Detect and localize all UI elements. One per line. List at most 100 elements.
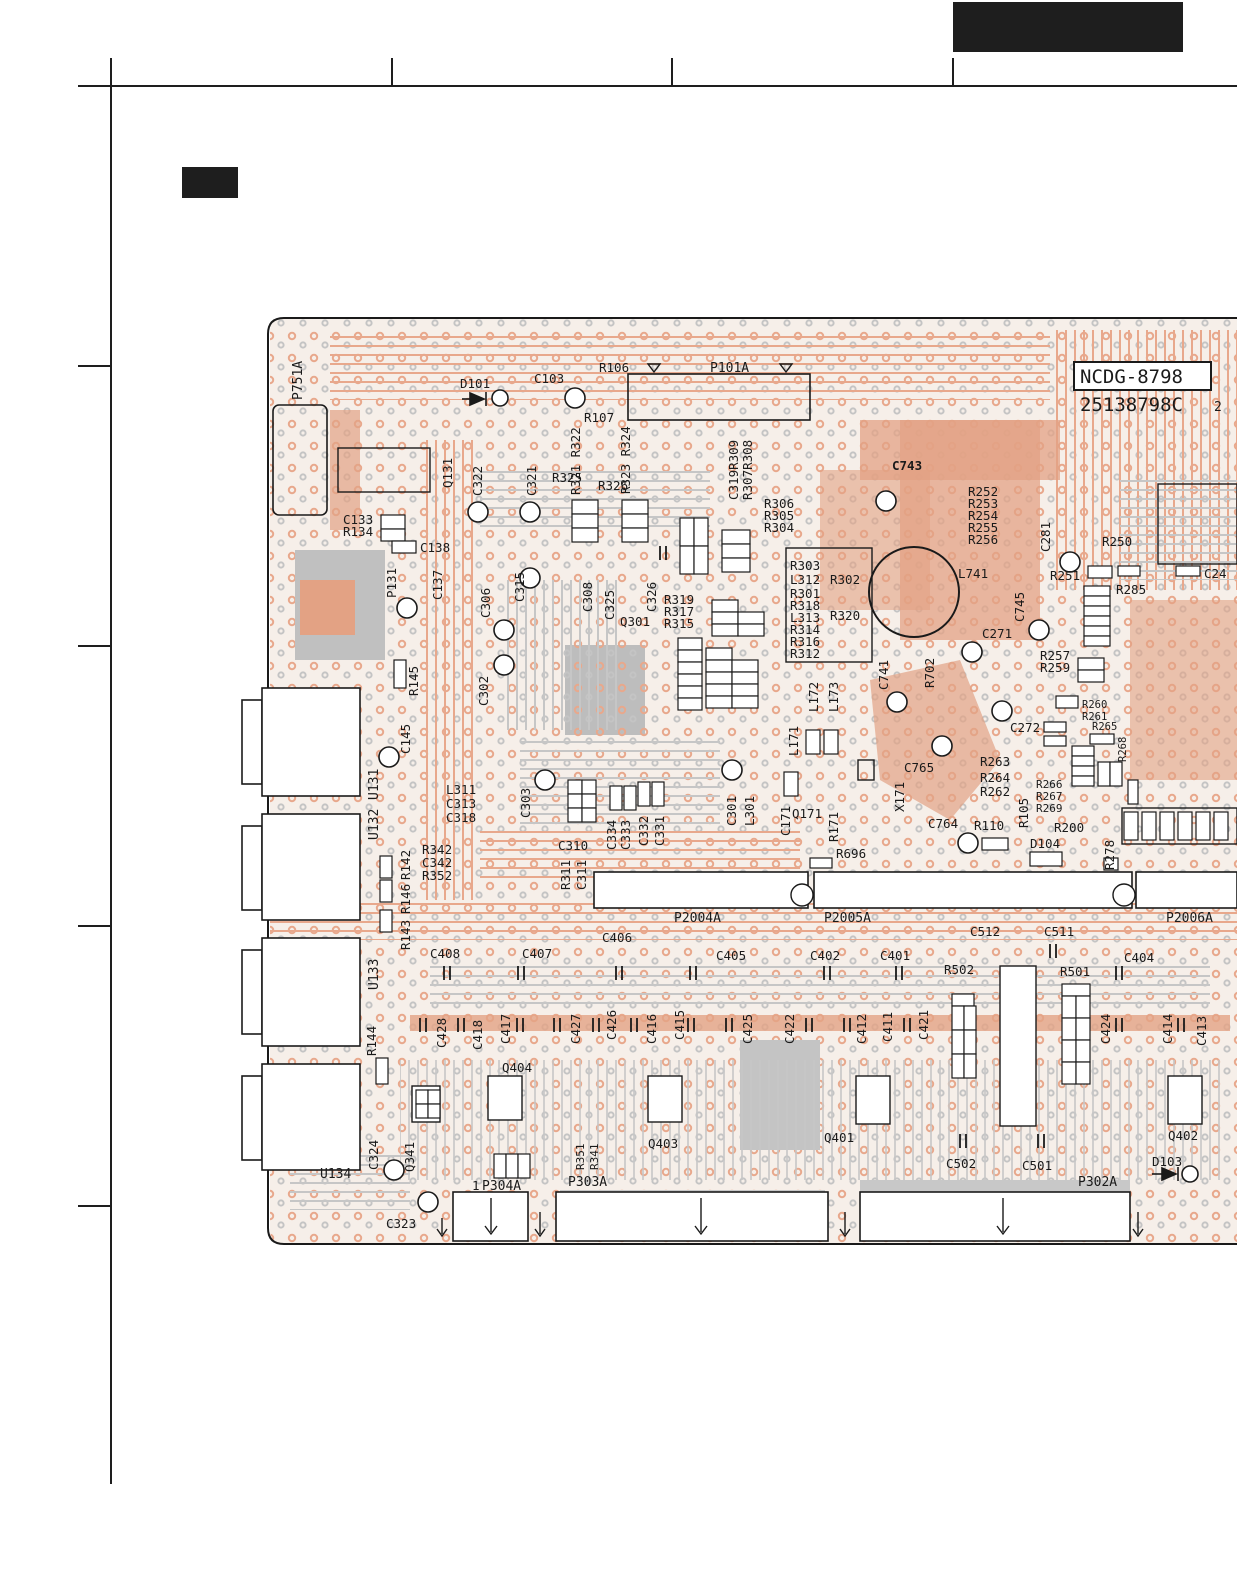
label-r269: R269 [1036,802,1063,815]
label-c331: C331 [652,816,667,846]
label-c322: C322 [470,466,485,496]
label-l172: L172 [806,682,821,712]
label-c416: C416 [644,1014,659,1044]
label-c171: C171 [778,806,793,836]
label-c502: C502 [946,1156,976,1171]
header-rows [452,871,1237,1242]
label-c342: C342 [422,855,452,870]
label-c133: C133 [343,512,373,527]
label-r134: R134 [343,524,373,539]
connector-p101a [627,373,811,421]
label-d101: D101 [460,376,490,391]
label-c310: C310 [558,838,588,853]
label-q403: Q403 [648,1136,678,1151]
label-c404: C404 [1124,950,1154,965]
label-c137: C137 [430,570,445,600]
label-r502: R502 [944,962,974,977]
label-p303a: P303A [568,1175,607,1190]
capacitor-symbols [419,546,1185,1148]
label-c332: C332 [636,816,651,846]
label-p131: P131 [384,568,399,598]
label-c324: C324 [366,1140,381,1170]
label-l311: L311 [446,782,476,797]
label-c319-r309: C319R309 [726,440,741,500]
label-r301: R301 [790,586,820,601]
label-r320: R320 [830,608,860,623]
section-marker-block [182,167,238,198]
label-q171: Q171 [792,806,822,821]
label-c301: C301 [724,796,739,826]
label-c427: C427 [568,1014,583,1044]
label-r263: R263 [980,754,1010,769]
label-l301: L301 [742,796,757,826]
label-r200: R200 [1054,820,1084,835]
label-c334: C334 [604,820,619,850]
label-c405: C405 [716,948,746,963]
label-c411: C411 [880,1012,895,1042]
label-c764: C764 [928,816,958,831]
label-c138: C138 [420,540,450,555]
label-u131: U131 [367,769,382,800]
label-u133: U133 [367,959,382,990]
label-c308: C308 [580,582,595,612]
label-r106: R106 [599,360,629,375]
label-r254: R254 [968,508,998,523]
label-c414: C414 [1160,1014,1175,1044]
label-c401: C401 [880,948,910,963]
label-r501: R501 [1060,964,1090,979]
label-r256: R256 [968,532,998,547]
label-c302: C302 [476,676,491,706]
label-q341: Q341 [402,1142,417,1172]
label-r145: R145 [406,666,421,696]
model-badge [1073,361,1212,391]
label-c765: C765 [904,760,934,775]
label-c407: C407 [522,946,552,961]
label-r105: R105 [1016,798,1031,828]
label-l173: L173 [826,682,841,712]
label-c421: C421 [916,1010,931,1040]
label-r323-r324: R323 R324 [618,426,633,494]
label-l313: L313 [790,610,820,625]
label-q301: Q301 [620,614,650,629]
label-c145: C145 [398,724,413,754]
label-r107: R107 [584,410,614,425]
label-x171: X171 [892,782,907,812]
label-r314: R314 [790,622,820,637]
label-r267: R267 [1036,790,1063,803]
label-c413: C413 [1194,1016,1209,1046]
label-c321: C321 [524,466,539,496]
label-c326: C326 [644,582,659,612]
smd-pads [375,499,1229,1179]
label-p2004a: P2004A [674,911,721,926]
label-c412: C412 [854,1014,869,1044]
label-r321-r322: R321 R322 [568,427,583,495]
label-c103: C103 [534,371,564,386]
label-q402: Q402 [1168,1128,1198,1143]
label-c313: C313 [446,796,476,811]
page-frame [78,58,1237,1484]
label-r252: R252 [968,484,998,499]
label-p304a: P304A [482,1179,521,1194]
board-model: NCDG-8798 [1080,366,1183,388]
label-l741: L741 [958,566,988,581]
label-c512: C512 [970,924,1000,939]
label-c428: C428 [434,1018,449,1048]
label-c311: C311 [574,860,589,890]
label-r260: R260 [1082,699,1107,711]
label-r255: R255 [968,520,998,535]
label-r262: R262 [980,784,1010,799]
label-r253: R253 [968,496,998,511]
ic-outlines [337,447,1237,845]
label-u132: U132 [367,809,382,840]
label-q404: Q404 [502,1060,532,1075]
label-c501: C501 [1022,1158,1052,1173]
label-p2005a: P2005A [824,911,871,926]
label-r304: R304 [764,520,794,535]
label-c417: C417 [498,1014,513,1044]
label-r326: R326 [598,478,628,493]
label-r307-r308: R307R308 [740,440,755,500]
label-q131: Q131 [440,458,455,488]
label-r351: R351 [574,1144,587,1171]
label-r317: R317 [664,604,694,619]
label-r261: R261 [1082,711,1107,723]
